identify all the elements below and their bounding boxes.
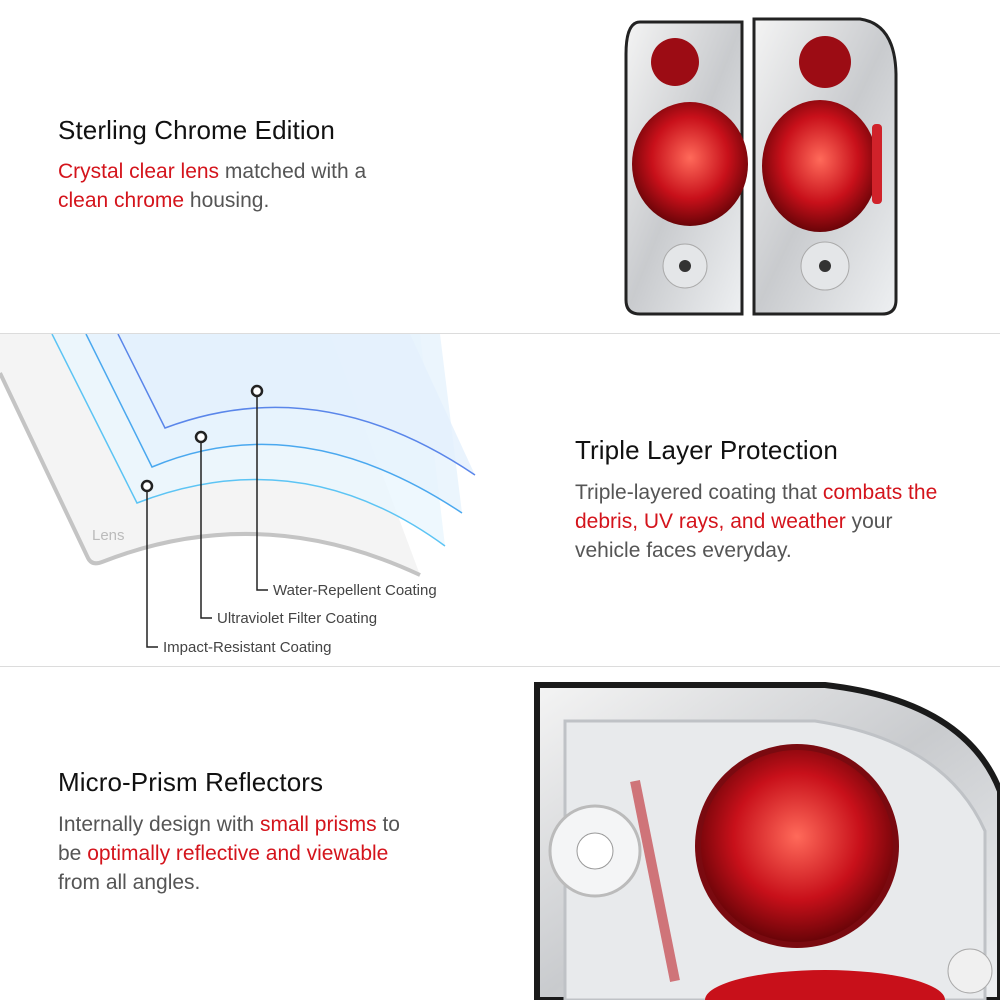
highlight-text: Crystal clear lens <box>58 160 220 183</box>
section-title: Sterling Chrome Edition <box>58 115 335 145</box>
section-divider <box>0 666 1000 667</box>
reflector-closeup-image <box>534 682 1000 1000</box>
text: Internally design with <box>58 813 260 836</box>
marker-water-repellent <box>250 384 264 398</box>
layer-label: Ultraviolet Filter Coating <box>217 610 378 627</box>
tail-lights-pair-image <box>624 17 898 316</box>
highlight-text: combats the debris, UV rays, and weather <box>575 481 938 533</box>
section-micro-prism: Micro-Prism Reflectors Internally design… <box>0 667 1000 1000</box>
highlight-text: small prisms <box>259 813 377 836</box>
text: Triple-layered coating that <box>575 481 823 504</box>
lens-label: Lens <box>92 527 125 544</box>
marker-uv-filter <box>194 430 208 444</box>
layer-label: Impact-Resistant Coating <box>163 639 332 656</box>
section-description: Crystal clear lens matched with a clean … <box>58 157 398 215</box>
section-divider <box>0 333 1000 334</box>
section-sterling-chrome: Sterling Chrome Edition Crystal clear le… <box>0 0 1000 333</box>
text: from all angles. <box>58 871 201 894</box>
section-title: Micro-Prism Reflectors <box>58 767 324 797</box>
section-title: Triple Layer Protection <box>575 435 838 465</box>
highlight-text: clean chrome <box>58 189 185 212</box>
highlight-text: optimally reflective and viewable <box>87 842 389 865</box>
coating-layers-diagram <box>0 334 476 648</box>
text: to be <box>58 813 400 865</box>
layer-label: Water-Repellent Coating <box>273 582 437 599</box>
text: housing. <box>184 189 270 212</box>
marker-impact-resistant <box>140 479 154 493</box>
section-description: Internally design with small prisms to b… <box>58 810 428 897</box>
section-triple-layer: Lens Water-Repellent Coating Ultraviolet… <box>0 334 1000 667</box>
text: matched with a <box>219 160 367 183</box>
text: your vehicle faces everyday. <box>575 510 893 562</box>
section-description: Triple-layered coating that combats the … <box>575 478 955 565</box>
